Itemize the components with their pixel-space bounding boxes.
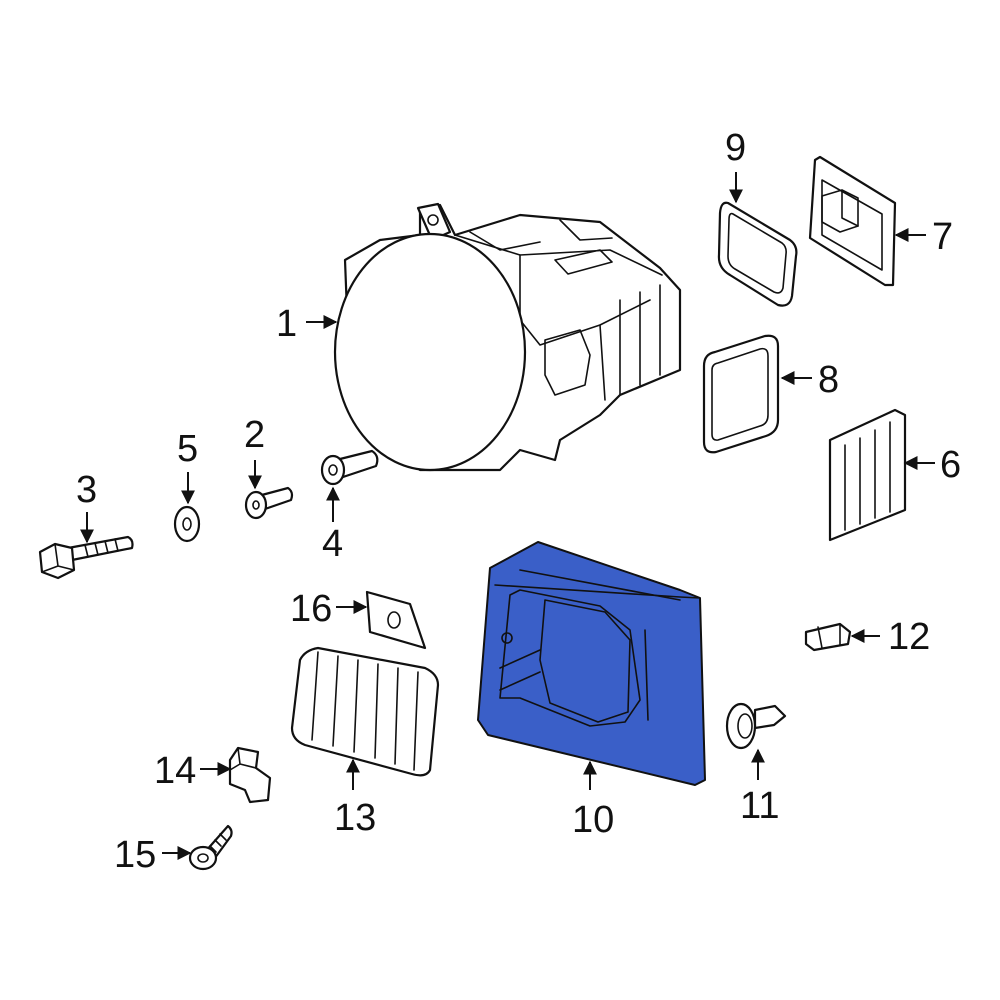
callout-5: 5 (177, 428, 198, 470)
callout-9: 9 (725, 127, 746, 169)
callout-3: 3 (76, 469, 97, 511)
callout-7: 7 (932, 216, 953, 258)
callout-14: 14 (154, 750, 196, 792)
push-pin-part (725, 702, 787, 750)
callout-10: 10 (572, 799, 614, 841)
pin-part (320, 449, 379, 486)
callout-4: 4 (322, 523, 343, 565)
callout-8: 8 (818, 359, 839, 401)
callout-15: 15 (114, 834, 156, 876)
spacer-plate-part (365, 590, 427, 650)
washer-part (173, 505, 201, 543)
leader-lines (80, 172, 935, 860)
retainer-clip-part (804, 622, 852, 652)
ribbed-panel-part (290, 646, 440, 777)
callout-6: 6 (940, 444, 961, 486)
cover-gasket-part (702, 334, 780, 454)
screw-part (244, 486, 294, 520)
callout-1: 1 (276, 303, 297, 345)
small-bracket-part (228, 746, 272, 804)
mounting-bracket-part (477, 541, 706, 786)
seal-gasket-part (717, 201, 798, 307)
headlamp-assembly-part (333, 202, 682, 472)
callout-11: 11 (740, 785, 779, 827)
access-cover-part (828, 408, 907, 542)
callout-13: 13 (334, 797, 376, 839)
flange-screw-part (188, 824, 233, 871)
callout-16: 16 (290, 588, 332, 630)
ballast-module-part (808, 155, 897, 287)
callout-labels: 1 2 3 4 5 6 7 8 9 10 11 12 13 14 15 16 (76, 127, 961, 876)
bolt-part (38, 535, 134, 580)
callout-2: 2 (244, 414, 265, 456)
callout-12: 12 (888, 616, 930, 658)
